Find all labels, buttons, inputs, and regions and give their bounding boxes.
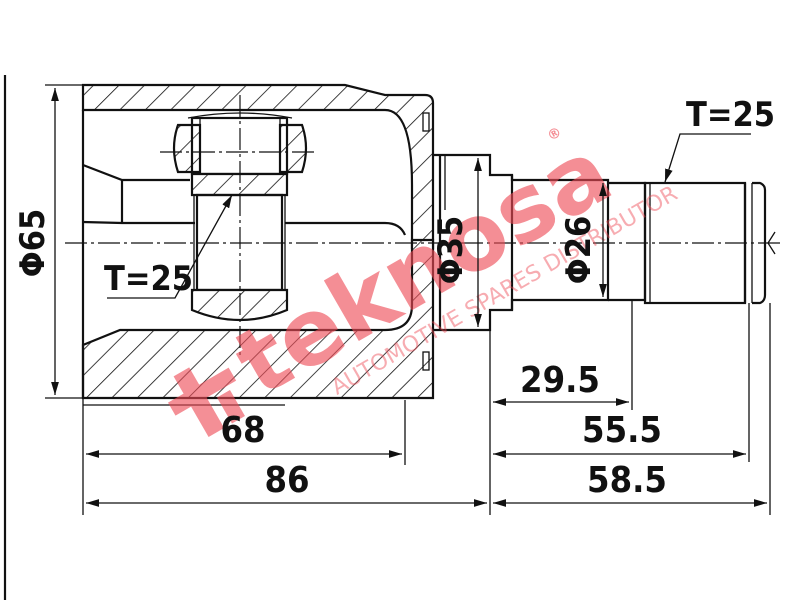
dim-68: 68 (220, 410, 265, 451)
outer-diameter-label: Φ65 (13, 209, 53, 278)
dim-58-5: 58.5 (587, 460, 667, 501)
stub-diameter-label: Φ35 (431, 216, 471, 285)
inner-spline-label: T=25 (104, 259, 193, 299)
watermark-registered: ® (545, 124, 565, 145)
dim-29-5: 29.5 (520, 360, 600, 401)
dimension-outer-diameter: Φ65 (13, 84, 83, 399)
inner-spline-callout: T=25 (104, 194, 233, 299)
dimension-shaft-diameter: Φ26 (559, 183, 607, 297)
shaft-diameter-label: Φ26 (559, 216, 599, 285)
dimension-lines-bottom: 68 86 29.5 55.5 58.5 (82, 300, 771, 515)
stub-shaft (433, 153, 776, 332)
outer-spline-label: T=25 (686, 95, 775, 135)
dim-55-5: 55.5 (582, 410, 662, 451)
dimension-stub-diameter: Φ35 (431, 155, 482, 327)
dim-86: 86 (264, 460, 309, 501)
outer-spline-callout: T=25 (664, 95, 775, 183)
tripod-spider (160, 95, 318, 355)
